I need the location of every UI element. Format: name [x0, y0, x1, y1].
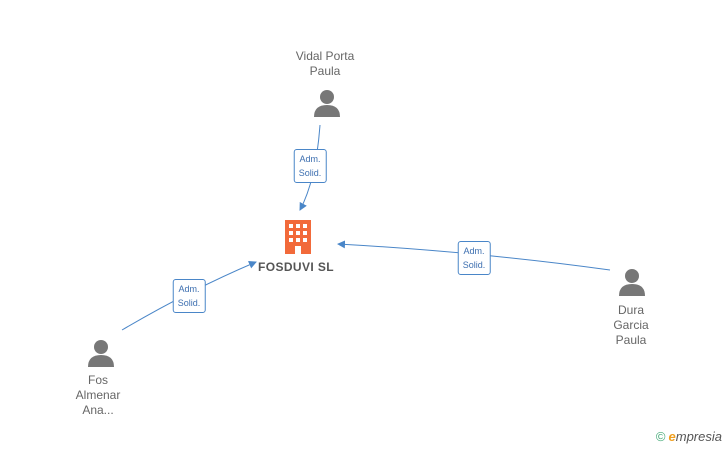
company-name[interactable]: FOSDUVI SL [257, 260, 335, 274]
person-name-dura[interactable]: Dura Garcia Paula [613, 303, 649, 347]
person-icon[interactable] [618, 268, 646, 296]
brand-watermark: ©empresia [656, 429, 722, 444]
relation-label-vidal[interactable]: Adm. Solid. [293, 149, 327, 183]
brand-initial: e [668, 429, 676, 444]
person-icon[interactable] [87, 339, 115, 367]
relation-label-dura[interactable]: Adm. Solid. [457, 241, 491, 275]
person-icon[interactable] [313, 89, 341, 117]
copyright-icon: © [655, 429, 666, 444]
company-building-icon[interactable] [283, 220, 313, 254]
brand-name: mpresia [675, 429, 722, 444]
person-name-fos[interactable]: Fos Almenar Ana... [75, 373, 121, 417]
person-name-vidal[interactable]: Vidal Porta Paula [295, 49, 355, 78]
relation-label-fos[interactable]: Adm. Solid. [172, 279, 206, 313]
